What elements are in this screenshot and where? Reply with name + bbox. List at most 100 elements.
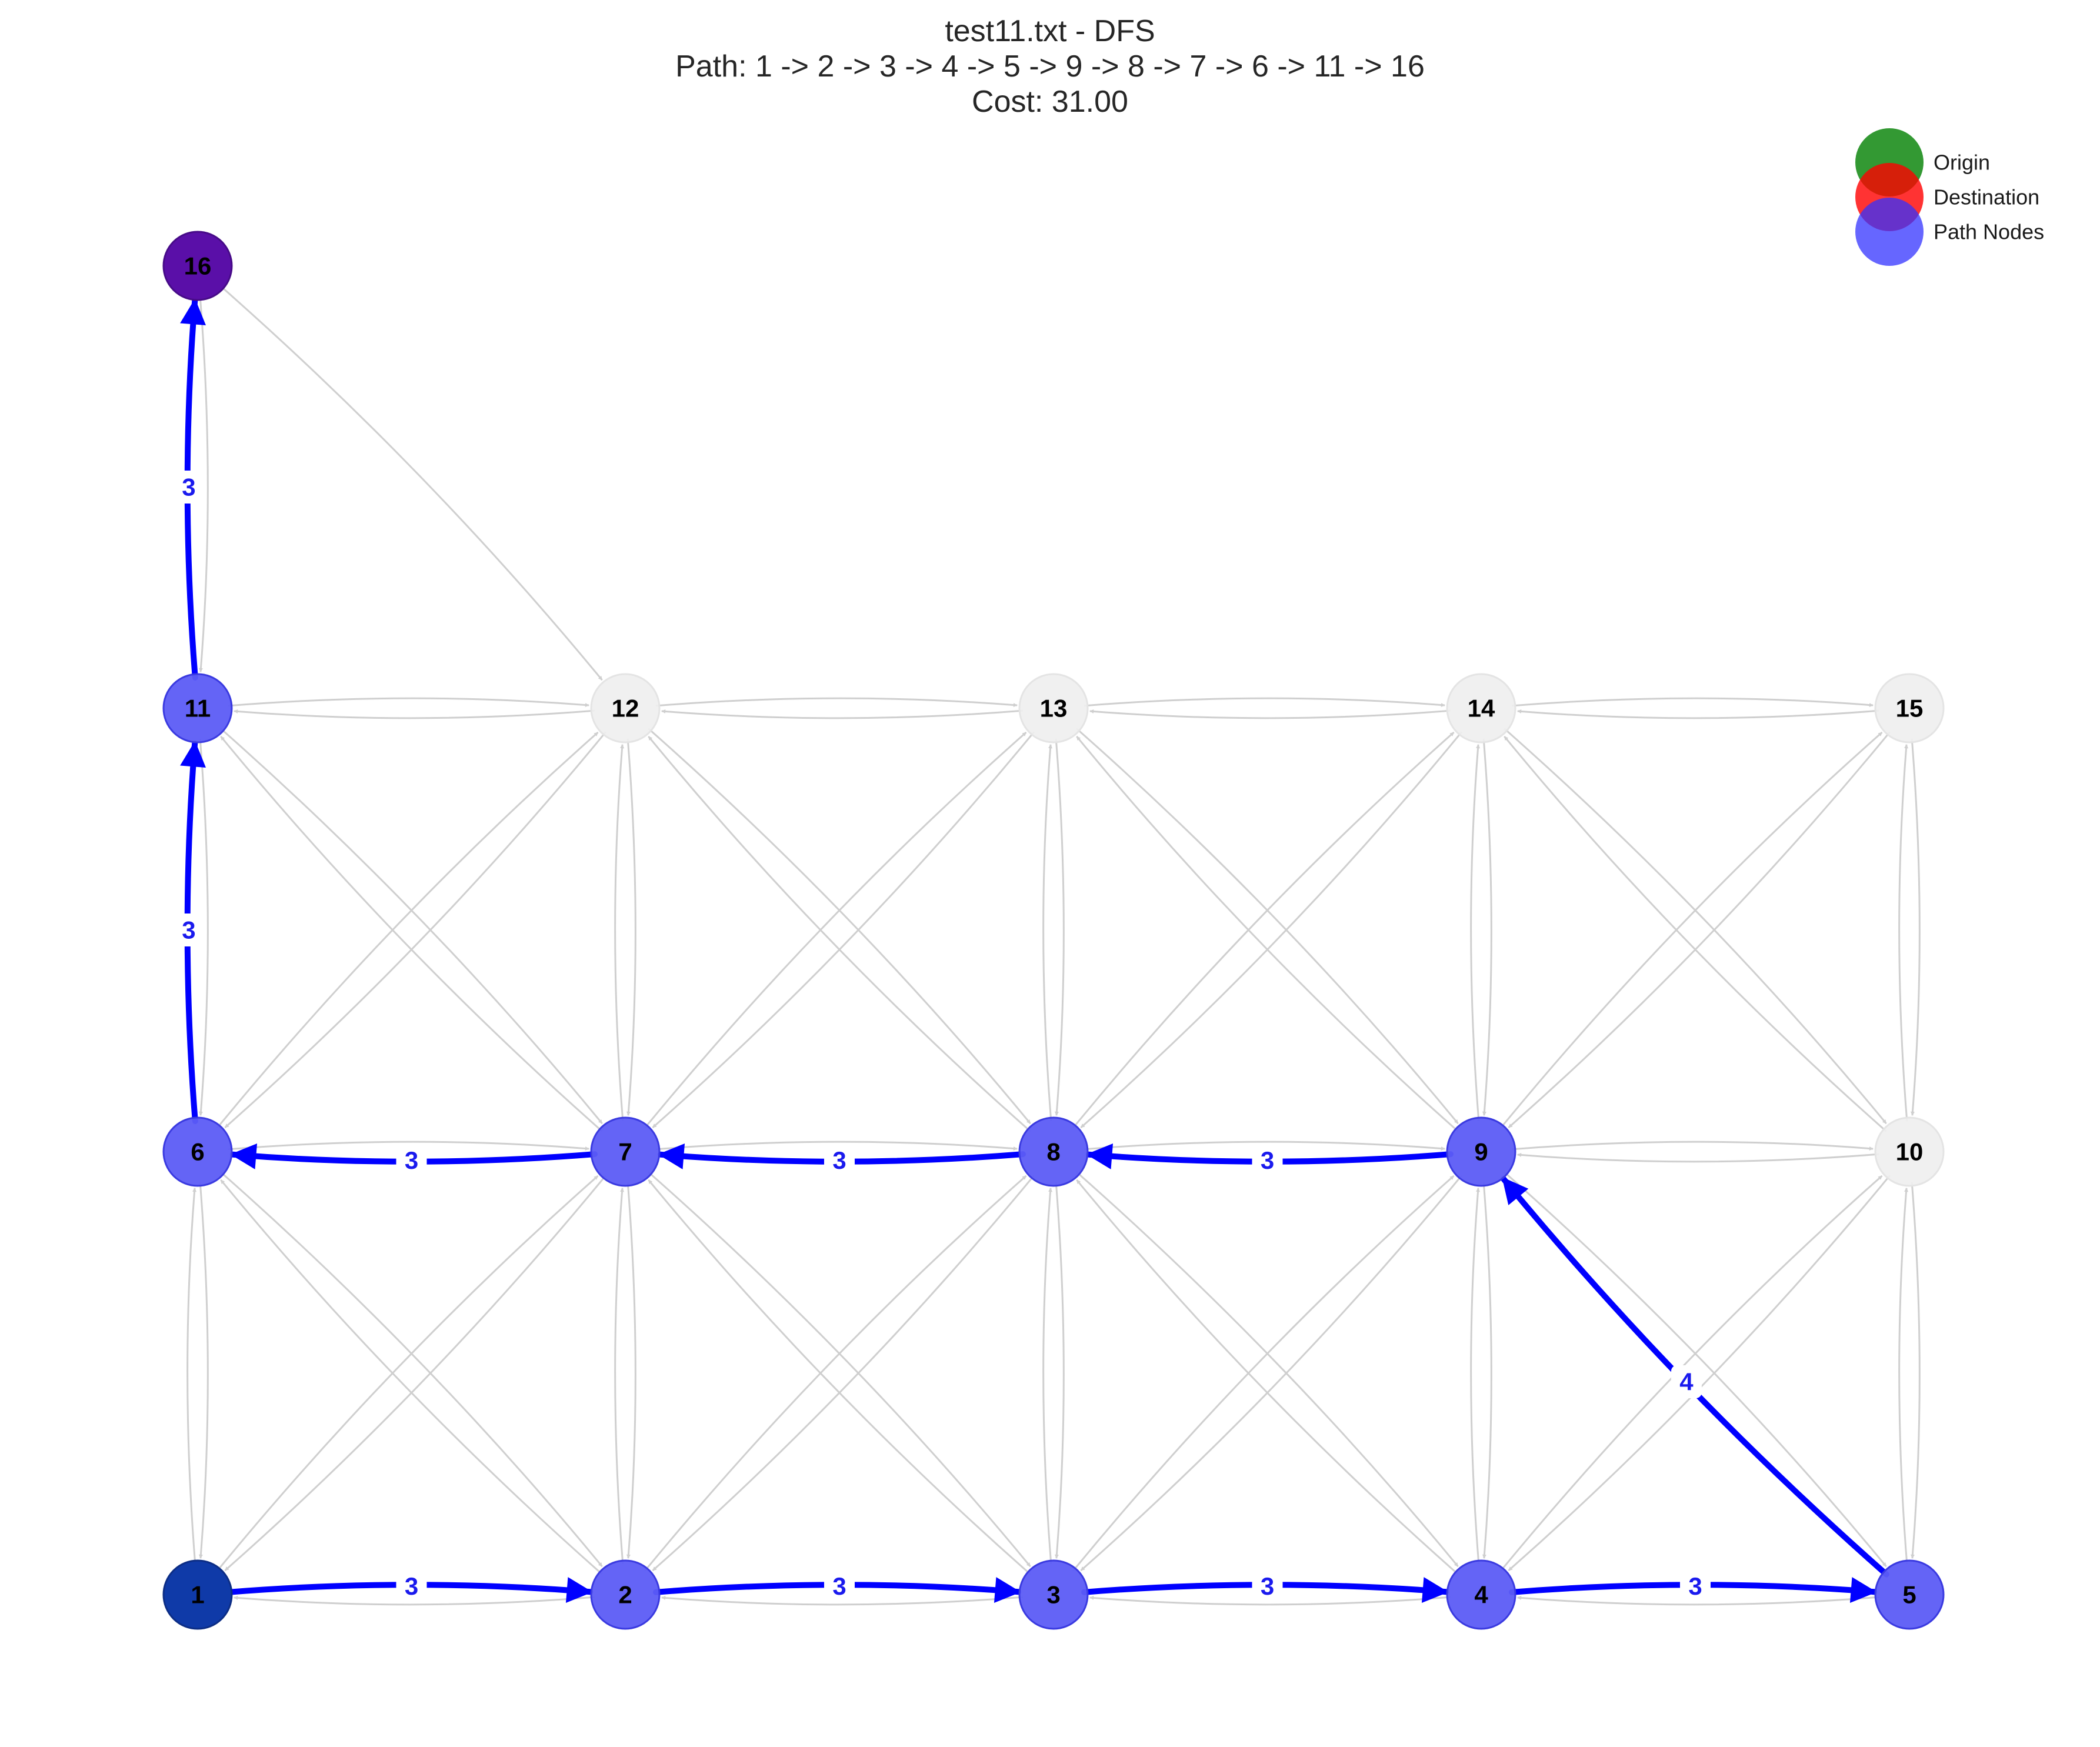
title-line-2: Path: 1 -> 2 -> 3 -> 4 -> 5 -> 9 -> 8 ->… bbox=[675, 49, 1425, 84]
edge-9-10 bbox=[1511, 1141, 1874, 1151]
edge-10-9 bbox=[1517, 1152, 1879, 1163]
edge-7-3 bbox=[648, 1171, 1031, 1568]
edge-8-14 bbox=[1072, 731, 1455, 1129]
edge-14-9 bbox=[1482, 738, 1492, 1116]
edge-1-6 bbox=[186, 1188, 197, 1565]
edge-6-12 bbox=[216, 731, 599, 1129]
edge-6-2 bbox=[220, 1171, 603, 1568]
path-edge-label-bg-4-5 bbox=[1680, 1569, 1711, 1603]
node-circle-2 bbox=[590, 1559, 661, 1630]
node-circle-8 bbox=[1018, 1116, 1089, 1187]
path-edge-label-bg-1-2 bbox=[396, 1569, 427, 1603]
node-circle-10 bbox=[1874, 1116, 1945, 1187]
edge-1-7 bbox=[216, 1175, 599, 1572]
path-edge-label-bg-3-4 bbox=[1252, 1569, 1283, 1603]
path-edge-cost-3-4: 3 bbox=[1261, 1572, 1274, 1600]
edge-3-9 bbox=[1072, 1175, 1455, 1572]
node-label-14: 14 bbox=[1468, 695, 1495, 722]
node-15: 15 bbox=[1874, 673, 1945, 744]
edge-10-14 bbox=[1504, 735, 1887, 1132]
path-edge-cost-8-7: 3 bbox=[832, 1146, 846, 1174]
edge-9-3 bbox=[1080, 1175, 1463, 1572]
node-16: 16 bbox=[162, 231, 233, 301]
node-6: 6 bbox=[162, 1116, 233, 1187]
path-edge-cost-6-11: 3 bbox=[182, 916, 195, 944]
edge-13-12 bbox=[661, 709, 1024, 719]
edge-11-6 bbox=[198, 738, 209, 1116]
path-edge-label-bg-8-7 bbox=[824, 1143, 855, 1177]
edge-2-6 bbox=[220, 1179, 603, 1575]
path-edge-cost-4-5: 3 bbox=[1688, 1572, 1702, 1600]
node-11: 11 bbox=[162, 673, 233, 744]
edge-13-8 bbox=[1054, 738, 1065, 1116]
edge-7-8 bbox=[655, 1141, 1018, 1151]
edge-16-11 bbox=[198, 296, 209, 672]
node-circle-5 bbox=[1874, 1559, 1945, 1630]
edge-3-7 bbox=[648, 1179, 1031, 1575]
node-circle-16 bbox=[162, 231, 233, 301]
background-edges bbox=[186, 285, 1921, 1606]
edge-11-7 bbox=[220, 728, 603, 1125]
edge-2-8 bbox=[644, 1175, 1027, 1572]
path-edge-label-bg-5-9 bbox=[1671, 1365, 1702, 1399]
edge-13-9 bbox=[1076, 728, 1459, 1125]
edge-14-10 bbox=[1504, 728, 1887, 1125]
edge-9-15 bbox=[1499, 731, 1883, 1129]
legend-marker-path-nodes bbox=[1855, 198, 1924, 266]
path-edge-cost-7-6: 3 bbox=[405, 1146, 418, 1174]
node-5: 5 bbox=[1874, 1559, 1945, 1630]
edge-15-14 bbox=[1517, 709, 1879, 719]
edge-10-5 bbox=[1910, 1182, 1921, 1559]
path-edge-label-bg-6-11 bbox=[173, 913, 204, 946]
node-circle-11 bbox=[162, 673, 233, 744]
edge-4-3 bbox=[1089, 1595, 1451, 1606]
node-label-7: 7 bbox=[618, 1138, 632, 1166]
edge-6-7 bbox=[228, 1141, 589, 1151]
node-label-6: 6 bbox=[191, 1138, 204, 1166]
edge-7-11 bbox=[220, 735, 603, 1132]
edge-14-13 bbox=[1089, 709, 1451, 719]
edge-6-1 bbox=[198, 1182, 209, 1559]
edge-7-2 bbox=[626, 1182, 636, 1559]
legend: Origin Destination Path Nodes bbox=[1855, 128, 2044, 266]
edge-3-8 bbox=[1042, 1188, 1053, 1565]
path-edge-cost-1-2: 3 bbox=[405, 1572, 418, 1600]
node-1: 1 bbox=[162, 1559, 233, 1630]
legend-label-origin: Origin bbox=[1934, 151, 1990, 175]
node-13: 13 bbox=[1018, 673, 1089, 744]
node-circle-6 bbox=[162, 1116, 233, 1187]
node-circle-4 bbox=[1446, 1559, 1516, 1630]
edge-8-2 bbox=[652, 1175, 1035, 1572]
path-edge-label-bg-9-8 bbox=[1252, 1143, 1283, 1177]
edge-5-4 bbox=[1517, 1595, 1879, 1606]
edge-12-8 bbox=[648, 728, 1031, 1125]
legend-label-path-nodes: Path Nodes bbox=[1934, 220, 2044, 244]
edge-3-2 bbox=[661, 1595, 1024, 1606]
node-label-1: 1 bbox=[191, 1581, 204, 1609]
node-10: 10 bbox=[1874, 1116, 1945, 1187]
edge-9-14 bbox=[1470, 744, 1481, 1122]
edge-8-12 bbox=[648, 735, 1031, 1132]
edge-13-14 bbox=[1084, 697, 1445, 708]
edge-4-10 bbox=[1500, 1175, 1883, 1572]
edge-7-13 bbox=[644, 731, 1027, 1129]
title-line-3: Cost: 31.00 bbox=[972, 85, 1128, 119]
path-edge-cost-5-9: 4 bbox=[1679, 1368, 1694, 1396]
node-label-16: 16 bbox=[184, 252, 212, 280]
node-9: 9 bbox=[1446, 1116, 1516, 1187]
path-edge-cost-11-16: 3 bbox=[182, 474, 195, 501]
edge-12-6 bbox=[224, 731, 607, 1129]
node-circle-3 bbox=[1018, 1559, 1089, 1630]
node-7: 7 bbox=[590, 1116, 661, 1187]
node-4: 4 bbox=[1446, 1559, 1516, 1630]
edge-11-12 bbox=[228, 697, 589, 708]
node-label-15: 15 bbox=[1896, 695, 1924, 722]
path-edge-cost-2-3: 3 bbox=[832, 1572, 846, 1600]
path-edge-label-bg-2-3 bbox=[824, 1569, 855, 1603]
node-label-11: 11 bbox=[185, 695, 211, 722]
node-label-2: 2 bbox=[618, 1581, 632, 1609]
edge-8-3 bbox=[1054, 1182, 1065, 1559]
